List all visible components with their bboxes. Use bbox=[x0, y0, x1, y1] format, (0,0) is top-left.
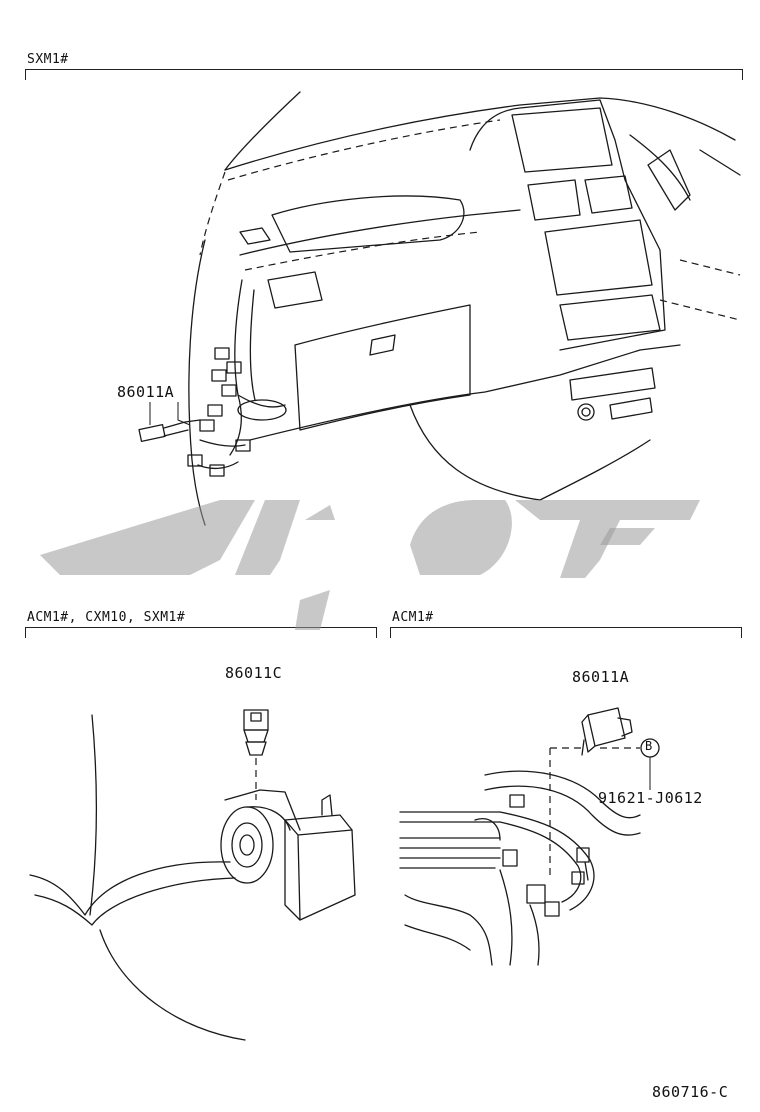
top-section-bracket bbox=[25, 69, 743, 80]
right-part-callout: 86011A bbox=[572, 668, 630, 686]
horn-illustration bbox=[29, 709, 356, 1041]
bottom-left-section-label: ACM1#, CXM10, SXM1# bbox=[27, 610, 186, 625]
figure-code: 860716-C bbox=[652, 1083, 729, 1101]
right-reference-part-callout: 91621-J0612 bbox=[598, 789, 703, 807]
relay-illustration bbox=[399, 707, 660, 966]
bottom-left-section-bracket bbox=[25, 627, 377, 638]
left-part-callout: 86011C bbox=[225, 664, 283, 682]
dashboard-illustration bbox=[138, 91, 741, 526]
watermark-logo bbox=[40, 500, 700, 630]
right-reference-letter: B bbox=[645, 739, 653, 753]
bottom-right-section-label: ACM1# bbox=[392, 610, 434, 625]
bottom-right-section-bracket bbox=[390, 627, 742, 638]
top-section-label: SXM1# bbox=[27, 52, 69, 67]
top-part-callout: 86011A bbox=[117, 383, 175, 401]
